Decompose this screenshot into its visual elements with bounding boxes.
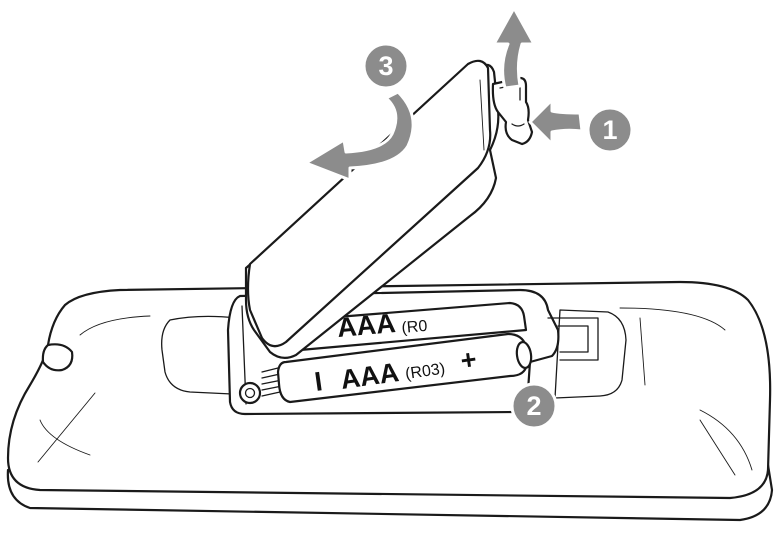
step-3-number: 3 [378,51,393,81]
battery-front-neg: I [313,366,325,397]
step-1-number: 1 [602,115,617,145]
step-1-badge: 1 [586,106,634,154]
battery-front-pos: + [459,344,479,376]
step-1-push-arrow [528,98,584,146]
battery-front-code: (R03) [404,361,446,383]
step-2-badge: 2 [510,382,558,430]
battery-back-code: (R0 [401,318,428,337]
step-3-badge: 3 [362,42,410,90]
battery-positive-terminal [515,340,533,370]
battery-back: AAA (R0 [298,301,528,352]
step-1-lift-arrow [492,6,536,90]
battery-front: I AAA (R03) + [276,332,533,404]
step-2-number: 2 [526,391,541,421]
step-3-swing-arrow [304,90,415,182]
battery-cover [244,59,534,359]
spring-contact [238,367,283,405]
